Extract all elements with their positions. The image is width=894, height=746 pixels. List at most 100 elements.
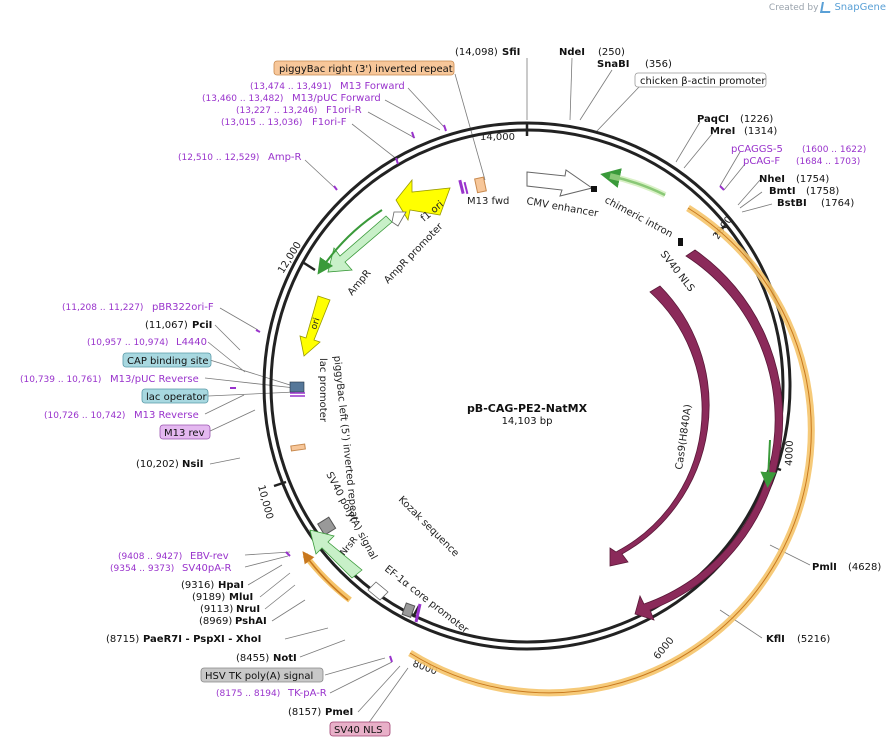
site-name: MreI: [710, 126, 735, 137]
cas9-feature[interactable]: [634, 249, 784, 621]
primer-name: pCAGGS-5: [731, 144, 783, 155]
cas9-h840a-label: Cas9(H840A): [674, 403, 694, 470]
nrsr-label: NrsR: [339, 535, 360, 558]
primer-name: L4440: [176, 337, 207, 348]
site-pos: (8157): [288, 707, 321, 718]
primer-marks: [230, 124, 725, 663]
nrsr-feature[interactable]: [309, 529, 363, 579]
site-name: NruI: [236, 604, 260, 615]
kozak-label: Kozak sequence: [396, 494, 461, 559]
site-pos: (1764): [821, 198, 854, 209]
site-name: BstBI: [777, 198, 807, 209]
site-name: SnaBI: [597, 59, 629, 70]
site-pos: (9189): [192, 592, 225, 603]
created-by-text: Created by: [768, 2, 819, 13]
site-name: PaeR7I - PspXI - XhoI: [143, 634, 261, 645]
primer-range: (9408 .. 9427): [118, 552, 182, 562]
snapgene-brand: SnapGene: [834, 2, 886, 13]
sv40-nls-box-label: SV40 NLS: [334, 725, 383, 736]
f1-ori-feature[interactable]: [395, 178, 451, 222]
ampr-promoter-feature[interactable]: [391, 211, 407, 227]
site-name: SfiI: [502, 47, 520, 58]
primer-range: (9354 .. 9373): [110, 564, 174, 574]
m13-rev-box: [159, 424, 211, 440]
sv40-polya-feature[interactable]: [317, 516, 337, 536]
cap-binding-box: [122, 352, 212, 368]
cas9-h840a-feature[interactable]: [609, 285, 710, 567]
ampr-feature[interactable]: [327, 215, 393, 273]
hsv-tk-box: [200, 667, 324, 683]
site-name: BmtI: [769, 186, 796, 197]
piggybac-left-feature[interactable]: [290, 443, 306, 452]
primer-range: (13,460 .. 13,482): [202, 94, 283, 104]
lac-block[interactable]: [289, 381, 305, 393]
chicken-actin-box: [634, 72, 767, 88]
sv40-nls-arrow: [760, 439, 777, 488]
primer-name: F1ori-R: [326, 105, 362, 116]
primer-range: (12,510 .. 12,529): [178, 153, 259, 163]
site-pos: (9113): [200, 604, 233, 615]
ampr-label: AmpR: [346, 268, 374, 298]
primer-range: (13,227 .. 13,246): [236, 106, 317, 116]
site-pos: (5216): [797, 634, 830, 645]
site-pos: (1758): [806, 186, 839, 197]
site-name: KflI: [766, 634, 785, 645]
site-name: MluI: [229, 592, 253, 603]
primer-name: SV40pA-R: [182, 563, 231, 574]
site-pos: (11,067): [145, 320, 188, 331]
site-pos: (10,202): [136, 459, 179, 470]
site-name: PciI: [192, 320, 212, 331]
primer-range: (11,208 .. 11,227): [62, 303, 143, 313]
cas9-label: Cas9: [744, 414, 759, 440]
lac-operator-box: [141, 388, 209, 404]
cmv-enhancer-label: CMV enhancer: [525, 196, 599, 220]
site-name: PshAI: [235, 616, 267, 627]
site-pos: (356): [645, 59, 672, 70]
site-pos: (1754): [796, 174, 829, 185]
site-name: NheI: [759, 174, 785, 185]
site-pos: (9316): [181, 580, 214, 591]
ruler-label: 4000: [784, 440, 796, 466]
primer-name: M13/pUC Reverse: [110, 374, 199, 385]
primer-range: (1684 .. 1703): [796, 157, 860, 167]
cap-binding-label: CAP binding site: [127, 356, 209, 367]
site-name: PaqCI: [697, 114, 729, 125]
m13-rev-label: M13 rev: [164, 428, 205, 439]
site-pos: (14,098): [455, 47, 498, 58]
m13-fwd-feature[interactable]: [474, 176, 487, 194]
ori-feature[interactable]: [299, 295, 331, 357]
hsv-tk-label: HSV TK poly(A) signal: [205, 671, 313, 682]
primer-name: pBR322ori-F: [152, 302, 214, 313]
primer-range: (13,015 .. 13,036): [221, 118, 302, 128]
site-pos: (8969): [199, 616, 232, 627]
site-pos: (8455): [236, 653, 269, 664]
ori-label: ori: [309, 317, 322, 331]
site-name: NdeI: [559, 47, 585, 58]
piggybac-right-label: piggyBac right (3') inverted repeat: [279, 64, 453, 75]
m13-fwd-label: M13 fwd: [467, 196, 509, 207]
site-name: HpaI: [218, 580, 244, 591]
site-pos: (8715): [106, 634, 139, 645]
sv40-nls-box: [329, 721, 391, 737]
ruler-label: 10,000: [255, 484, 275, 521]
site-pos: (1226): [740, 114, 773, 125]
plasmid-length: 14,103 bp: [502, 416, 553, 427]
primer-name: EBV-rev: [190, 551, 229, 562]
lac-operator-label: lac operator: [146, 392, 207, 403]
primer-name: F1ori-F: [312, 117, 347, 128]
ampr-promoter-label: AmpR promoter: [382, 221, 446, 286]
site-pos: (250): [598, 47, 625, 58]
primer-range: (8175 .. 8194): [216, 689, 280, 699]
site-name: NsiI: [182, 459, 203, 470]
attribution: Created by SnapGene: [769, 2, 886, 13]
cas9-orf-band: [408, 205, 815, 697]
plasmid-name: pB-CAG-PE2-NatMX: [467, 402, 588, 415]
primer-name: M13 Reverse: [134, 410, 199, 421]
primer-name: TK-pA-R: [287, 688, 327, 699]
site-pos: (4628): [848, 562, 881, 573]
ef1a-feature[interactable]: [367, 581, 389, 601]
lac-promoter-label: lac promoter: [317, 358, 328, 423]
ef1a-label: EF-1α core promoter: [382, 564, 471, 637]
cmv-enhancer-feature[interactable]: [526, 169, 594, 197]
